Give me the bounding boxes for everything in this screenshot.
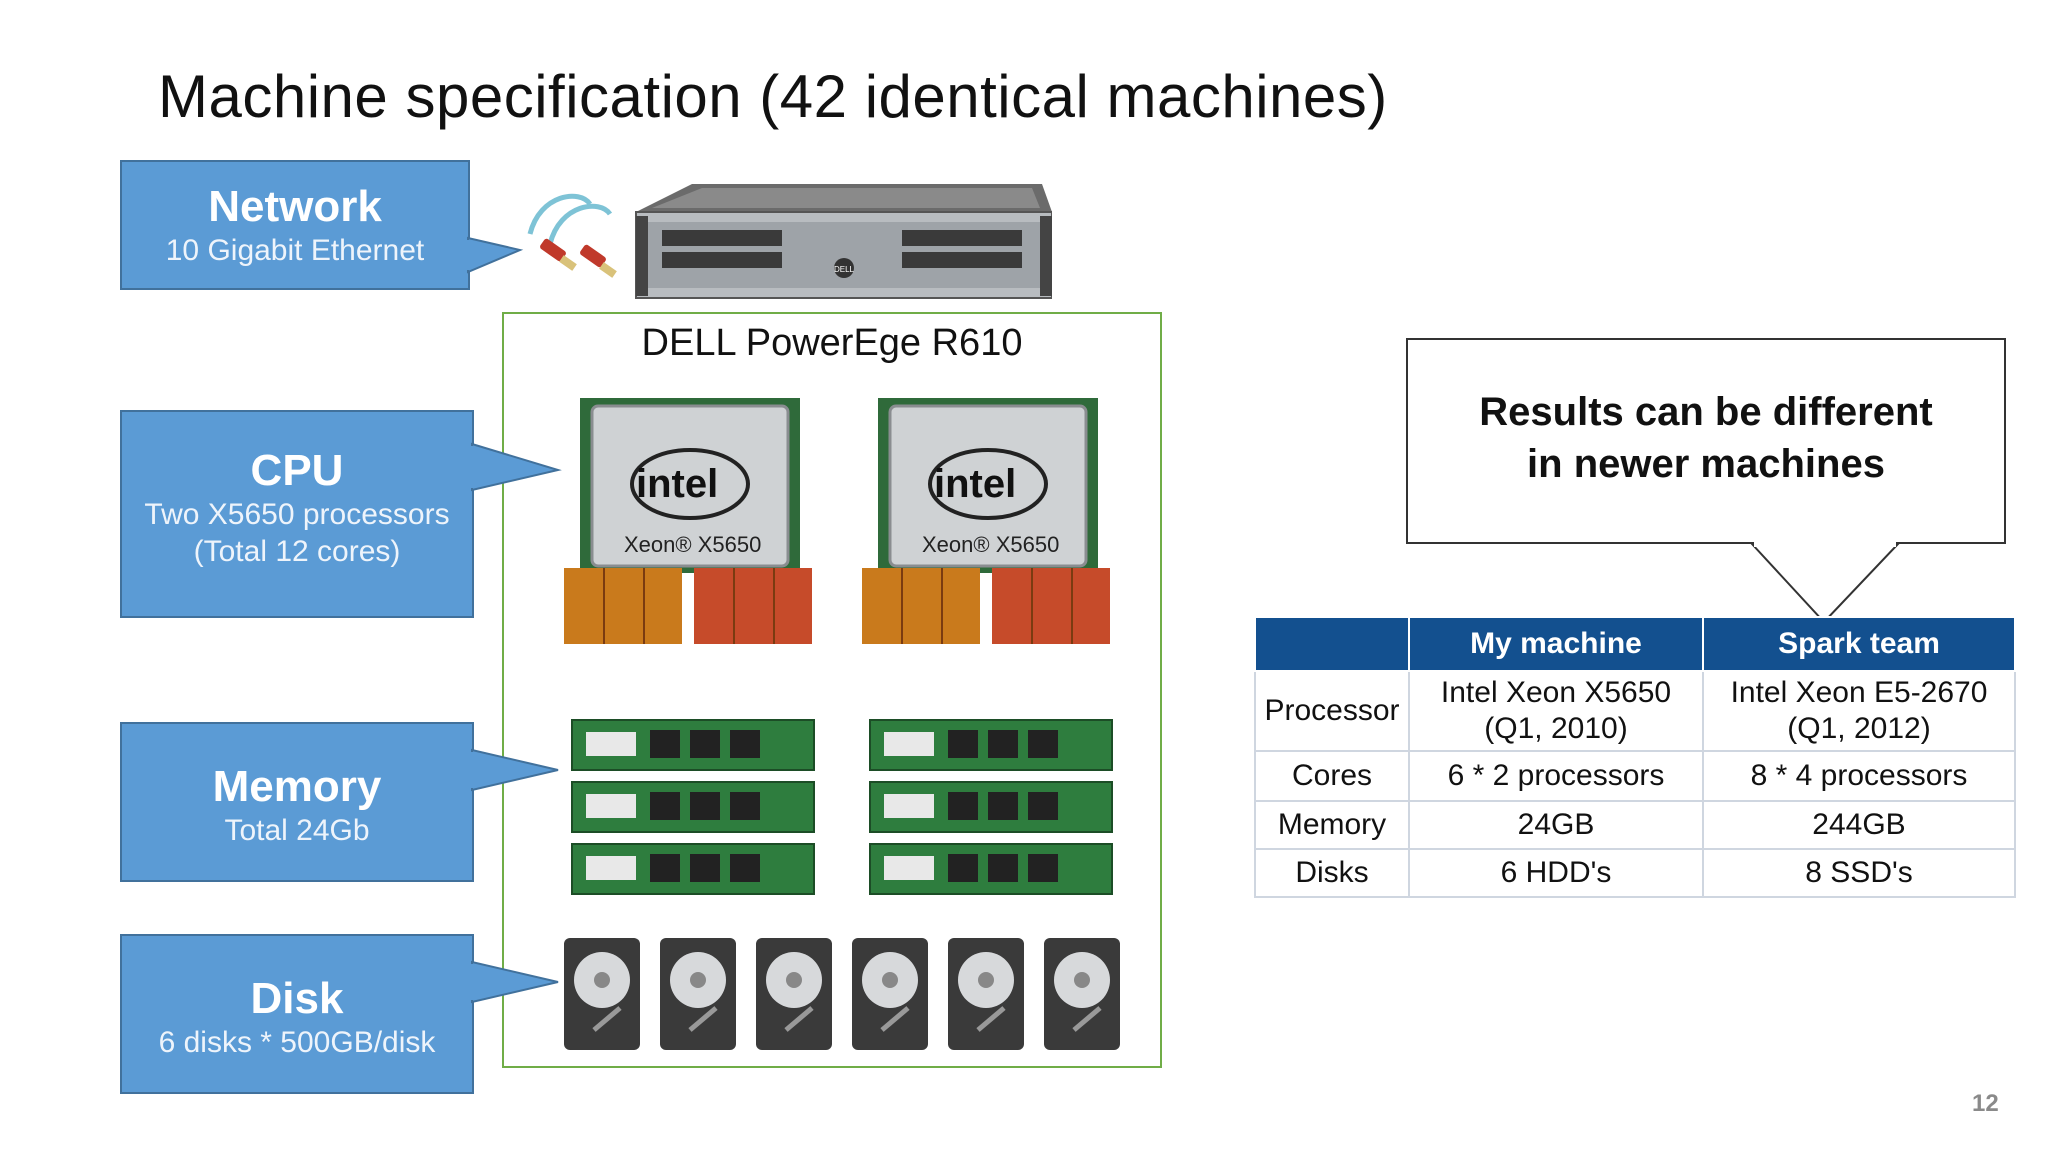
memory-sticks-icon-2 [869,719,1113,895]
table-row: Cores 6 * 2 processors 8 * 4 processors [1254,750,2016,802]
table-row: Processor Intel Xeon X5650 (Q1, 2010) In… [1254,670,2016,752]
cpu-chip-1: intel Xeon® X5650 [560,398,816,644]
cell-spark-team: Intel Xeon E5-2670 (Q1, 2012) [1702,670,2016,752]
server-rack-icon: DELL [635,184,1052,299]
cpu-brand-label: intel [636,462,719,506]
cell-line: Intel Xeon X5650 [1440,676,1672,709]
cpu-model-label: Xeon® X5650 [624,532,762,557]
cell-my-machine: 6 HDD's [1408,848,1704,898]
cell-spark-team: 244GB [1702,800,2016,850]
network-pointer [466,236,524,274]
network-callout: Network 10 Gigabit Ethernet [120,160,540,290]
cell-line: (Q1, 2010) [1484,712,1628,745]
note-callout [1406,338,2006,544]
memory-sticks-icon-1 [571,719,815,895]
cell-spark-team: 8 * 4 processors [1702,750,2016,802]
disk-title: Disk [250,974,344,1023]
network-subtitle: 10 Gigabit Ethernet [165,234,425,267]
row-label: Processor [1254,670,1410,752]
cell-spark-team: 8 SSD's [1702,848,2016,898]
cpu-pointer [470,442,562,492]
cell-my-machine: 24GB [1408,800,1704,850]
disk-subtitle: 6 disks * 500GB/disk [158,1026,436,1059]
memory-pointer [470,748,559,792]
table-row: Disks 6 HDD's 8 SSD's [1254,848,2016,898]
table-header-empty [1254,616,1410,672]
svg-text:DELL: DELL [834,265,855,274]
cpu-title: CPU [250,446,344,495]
page-number: 12 [1972,1090,1999,1117]
table-header-spark-team: Spark team [1702,616,2016,672]
fiber-cable-icon [527,193,617,278]
cpu-brand-label: intel [934,462,1017,506]
memory-subtitle: Total 24Gb [224,814,370,847]
row-label: Cores [1254,750,1410,802]
note-pointer [1750,542,1901,624]
network-title: Network [208,182,382,231]
cell-my-machine: 6 * 2 processors [1408,750,1704,802]
cpu-line2: (Total 12 cores) [193,535,401,568]
disk-pointer [470,960,559,1004]
cpu-callout: CPU Two X5650 processors (Total 12 cores… [120,410,562,618]
slide-title: Machine specification (42 identical mach… [158,63,1388,130]
note-line1: Results can be different [1479,390,1933,434]
server-label: DELL PowerEge R610 [641,322,1023,364]
cpu-chip-2: intel Xeon® X5650 [858,398,1114,644]
hard-disks-icon [564,938,1120,1050]
row-label: Memory [1254,800,1410,850]
memory-callout: Memory Total 24Gb [120,722,560,882]
table-header-row: My machine Spark team [1254,616,2016,672]
cpu-model-label: Xeon® X5650 [922,532,1060,557]
row-label: Disks [1254,848,1410,898]
note-text: Results can be different in newer machin… [1406,386,2006,490]
disk-callout: Disk 6 disks * 500GB/disk [120,934,560,1094]
memory-title: Memory [212,762,382,811]
table-row: Memory 24GB 244GB [1254,800,2016,850]
cell-line: Intel Xeon E5-2670 [1730,676,1988,709]
table-header-my-machine: My machine [1408,616,1704,672]
cell-my-machine: Intel Xeon X5650 (Q1, 2010) [1408,670,1704,752]
cpu-line1: Two X5650 processors [144,498,450,531]
cell-line: (Q1, 2012) [1787,712,1931,745]
note-line2: in newer machines [1527,442,1885,486]
server-frame [502,312,1162,1068]
comparison-table: My machine Spark team Processor Intel Xe… [1254,616,2016,898]
